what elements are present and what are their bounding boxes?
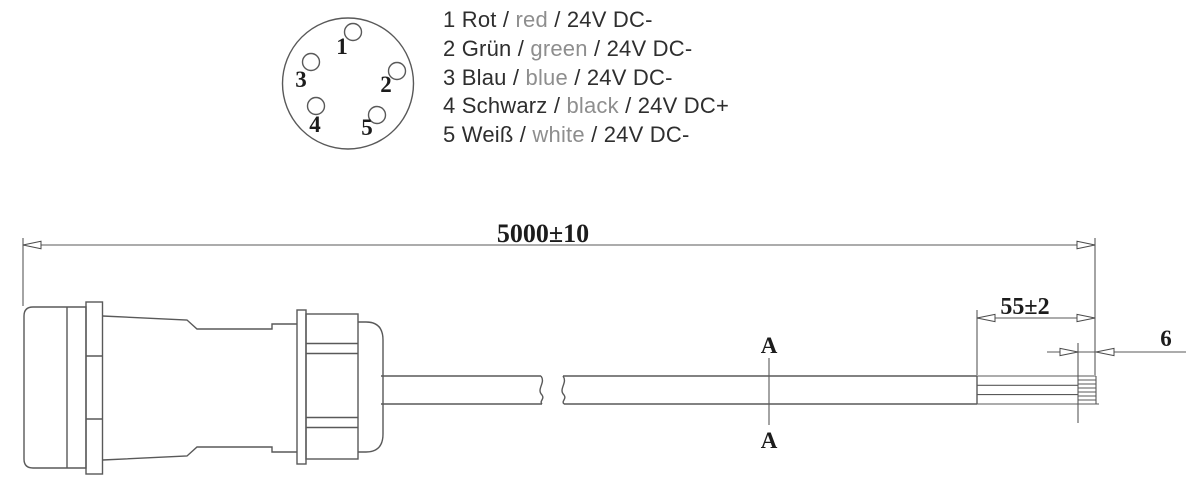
- gland-hex-flats: [306, 342, 358, 429]
- cable-break-right-edge: [561, 375, 566, 405]
- wire-voltage: / 24V DC-: [587, 35, 693, 61]
- section-label-top: A: [761, 333, 778, 358]
- dimension-strip-label: 55±2: [1000, 294, 1049, 320]
- plug-body-bottom-edge: [102, 446, 297, 461]
- arrowhead-pointing-right: [1059, 347, 1079, 357]
- wire-color-english: green: [530, 35, 588, 61]
- wire-voltage: / 24V DC+: [618, 93, 730, 119]
- wire-voltage: / 24V DC-: [567, 64, 673, 90]
- pin-2-label: 2: [380, 72, 392, 97]
- cable-jacket-left-segment: [381, 375, 542, 405]
- dimension-overall-label: 5000±10: [497, 219, 589, 248]
- connector-face-circle: [281, 17, 415, 150]
- cable-jacket-right-segment: [563, 375, 977, 405]
- wire-color-english: red: [515, 7, 548, 32]
- wiring-legend-row-3: 3 Blau / blue / 24V DC-: [443, 64, 729, 93]
- dimension-strip-length: 55±2: [976, 294, 1096, 375]
- pin-4-hole: [306, 96, 326, 116]
- gland-flange: [296, 309, 307, 465]
- arrowhead-pointing-left: [1095, 347, 1115, 357]
- dimension-tip-length: 6: [1047, 326, 1186, 423]
- wire-color-english: white: [532, 122, 585, 148]
- pin-2-hole: [387, 61, 407, 81]
- cable-break-left-edge: [539, 375, 544, 405]
- wire-color-english: blue: [525, 64, 568, 90]
- section-mark-a-a: A A: [761, 333, 778, 453]
- arrowhead-right: [1076, 240, 1096, 250]
- wire-voltage: / 24V DC-: [584, 122, 690, 148]
- pin-german-name: 4 Schwarz /: [443, 93, 567, 119]
- wire-color-english: black: [566, 93, 619, 119]
- wiring-legend-row-4: 4 Schwarz / black / 24V DC+: [443, 92, 729, 121]
- coupling-nut: [85, 301, 104, 475]
- pin-german-name: 2 Grün /: [443, 35, 531, 61]
- arrowhead-left: [22, 240, 42, 250]
- connector-plug-side-view: [23, 301, 384, 475]
- wiring-legend-row-1: 1 Rot / red / 24V DC-: [443, 6, 729, 35]
- wire-voltage: / 24V DC-: [547, 7, 653, 32]
- wiring-legend-row-2: 2 Grün / green / 24V DC-: [443, 35, 729, 64]
- pin-german-name: 1 Rot /: [443, 7, 516, 32]
- tinned-wire-ends: [1078, 375, 1099, 405]
- pin-1-hole: [343, 22, 363, 42]
- arrowhead-left: [976, 313, 996, 323]
- pin-5-label: 5: [361, 115, 373, 140]
- section-label-bottom: A: [761, 428, 778, 453]
- pin-1-label: 1: [336, 34, 348, 59]
- coupling-nut-segments: [86, 355, 103, 420]
- pin-5-hole: [367, 105, 387, 125]
- gland-dome-cap: [358, 321, 384, 453]
- stripped-wires: [977, 375, 1078, 405]
- pin-4-label: 4: [309, 112, 321, 137]
- dimension-tip-label: 6: [1160, 326, 1172, 351]
- cable: [381, 375, 1099, 405]
- pin-3-label: 3: [295, 67, 307, 92]
- plug-front-cap: [23, 306, 87, 469]
- plug-body-top-edge: [102, 315, 297, 330]
- arrowhead-right: [1076, 313, 1096, 323]
- gland-hex-body: [305, 313, 359, 460]
- pin-german-name: 3 Blau /: [443, 64, 526, 90]
- pin-german-name: 5 Weiß /: [443, 122, 533, 148]
- dimension-overall-length: 5000±10: [22, 219, 1096, 375]
- pin-3-hole: [301, 52, 321, 72]
- connector-pinout-diagram: 1 2 3 4 5: [281, 17, 415, 150]
- wiring-legend-row-5: 5 Weiß / white / 24V DC-: [443, 121, 729, 150]
- wiring-legend: 1 Rot / red / 24V DC- 2 Grün / green / 2…: [443, 6, 729, 150]
